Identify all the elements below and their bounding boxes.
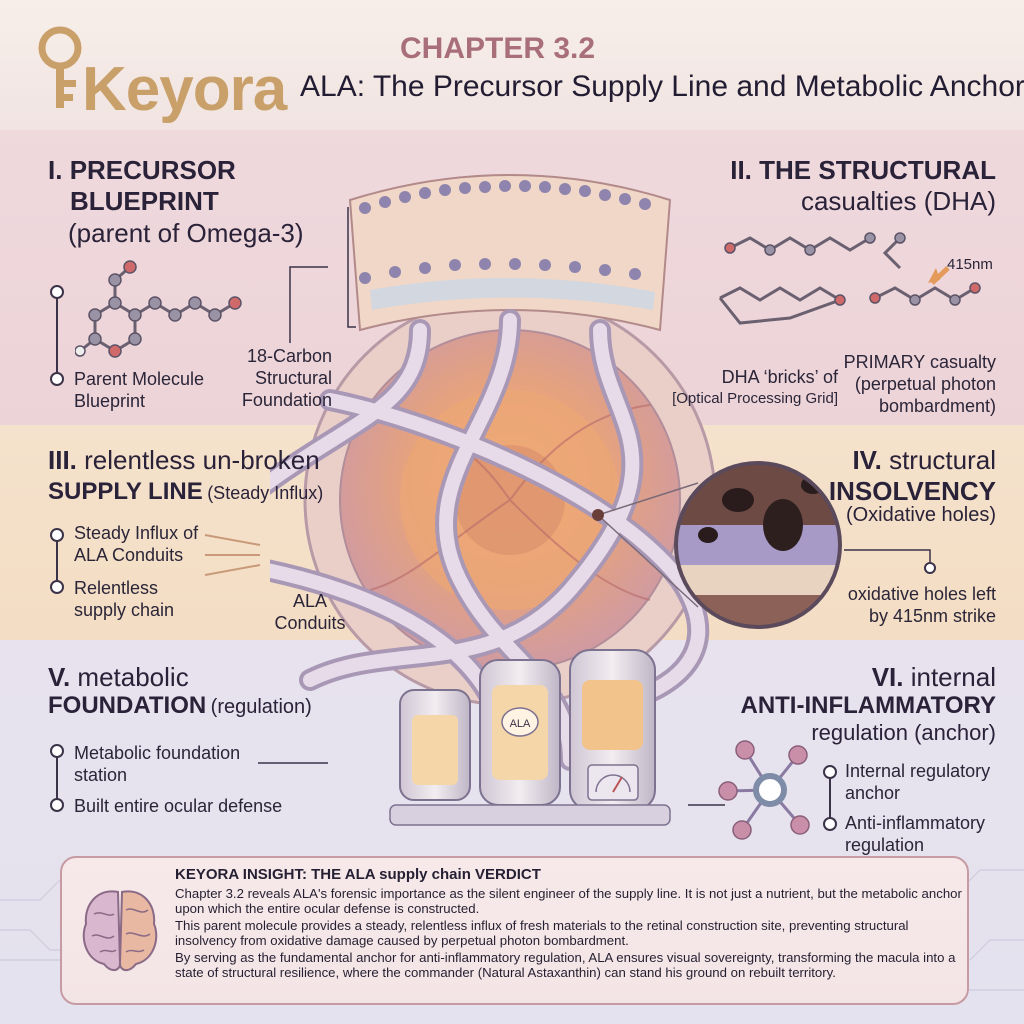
- section-1-rail: [56, 292, 58, 376]
- section-5-bullet-2: Built entire ocular defense: [74, 796, 283, 816]
- bullet-dot: [50, 372, 64, 386]
- tank-label: ALA: [510, 718, 531, 730]
- section-1-title-a: PRECURSOR: [69, 155, 236, 185]
- insight-paragraph-1: Chapter 3.2 reveals ALA's forensic impor…: [175, 886, 962, 916]
- section-1-subtitle: (parent of Omega-3): [68, 218, 304, 248]
- section-5-leader: [258, 762, 328, 764]
- section-4-title-b: INSOLVENCY: [828, 476, 996, 506]
- central-illustration: ALA: [270, 174, 717, 826]
- section-1-title-b: BLUEPRINT: [70, 186, 219, 216]
- insight-paragraph-3: By serving as the fundamental anchor for…: [175, 950, 956, 980]
- section-4-subtitle: (Oxidative holes): [845, 504, 996, 526]
- section-5-rail: [56, 750, 58, 804]
- brand-logo: Keyora: [30, 20, 287, 124]
- metabolic-station: [389, 649, 671, 826]
- section-5-title-b: FOUNDATION (regulation): [48, 692, 312, 719]
- ala-molecule-diagram: [75, 260, 242, 358]
- label-18-carbon-leader: [289, 207, 356, 343]
- insight-box: [60, 856, 969, 1005]
- section-1-bullet: Parent Molecule Blueprint: [74, 369, 205, 411]
- section-3-title-b: SUPPLY LINE (Steady Influx): [48, 478, 324, 505]
- brain-icon: [82, 890, 158, 971]
- section-6-rail: [829, 771, 831, 823]
- oxidative-holes-magnifier: [592, 461, 842, 629]
- section-6-heading: VI. internal: [871, 662, 996, 692]
- section-3-heading: III. relentless un-broken: [48, 445, 320, 475]
- section-4-heading: IV. structural: [852, 445, 996, 475]
- section-5-heading: V. metabolic: [48, 662, 189, 692]
- bullet-dot: [50, 580, 64, 594]
- key-icon: [38, 26, 82, 108]
- bullet-dot: [50, 285, 64, 299]
- page-title: ALA: The Precursor Supply Line and Metab…: [300, 70, 1024, 103]
- insight-paragraph-2: This parent molecule provides a steady, …: [175, 918, 909, 948]
- section-1-heading: I. PRECURSOR: [48, 155, 236, 186]
- section-6-subtitle: regulation (anchor): [811, 720, 996, 745]
- insight-title: KEYORA INSIGHT: THE ALA supply chain VER…: [175, 866, 541, 883]
- bullet-dot: [50, 528, 64, 542]
- brand-name: Keyora: [82, 55, 287, 124]
- bullet-dot: [823, 817, 837, 831]
- section-1-number: I.: [48, 155, 63, 185]
- section-3-rail: [56, 535, 58, 587]
- dha-molecules-diagram: [718, 232, 981, 325]
- influx-arrows: [204, 534, 261, 576]
- section-6-title-b: ANTI-INFLAMMATORY: [740, 692, 996, 719]
- section-4-leader: [844, 549, 936, 574]
- bullet-dot: [50, 744, 64, 758]
- section-2-heading: II. THE STRUCTURAL: [730, 155, 996, 185]
- bullet-dot: [50, 798, 64, 812]
- header-band: [0, 0, 1024, 130]
- label-dha-bricks: DHA ‘bricks’ of [Optical Processing Grid…: [672, 367, 838, 407]
- wavelength-label: 415nm: [947, 256, 993, 273]
- cell-membrane: [348, 174, 672, 332]
- section-2-subtitle: casualties (DHA): [800, 186, 996, 216]
- chapter-number: CHAPTER 3.2: [400, 32, 596, 65]
- bullet-dot: [823, 765, 837, 779]
- anchor-molecule-diagram: [688, 740, 810, 840]
